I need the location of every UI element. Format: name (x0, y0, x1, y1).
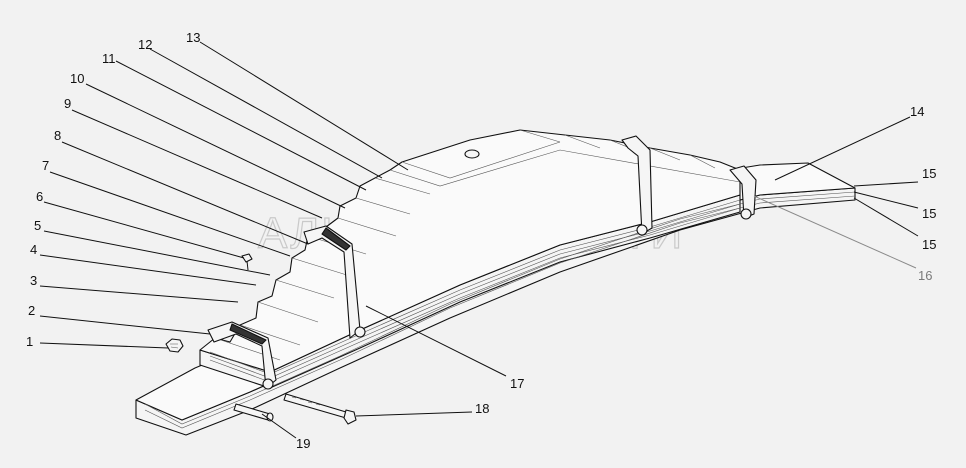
callout-15a: 15 (922, 166, 936, 181)
callout-2: 2 (28, 303, 35, 318)
leader-11 (115, 60, 367, 191)
leader-16 (753, 195, 917, 269)
leader-3 (39, 285, 239, 303)
leader-9 (71, 109, 323, 219)
callout-6: 6 (36, 189, 43, 204)
callout-19: 19 (296, 436, 310, 451)
leader-1 (39, 342, 169, 349)
clamp-left-top (229, 323, 267, 345)
leader-15c (853, 197, 919, 237)
callout-8: 8 (54, 128, 61, 143)
leader-6 (43, 201, 245, 259)
leader-5 (43, 230, 271, 276)
leader-15a (853, 181, 919, 187)
clamp-middle-bolt (354, 326, 366, 338)
callout-5: 5 (34, 218, 41, 233)
callout-4: 4 (30, 242, 37, 257)
callout-15c: 15 (922, 237, 936, 252)
leader-4 (39, 254, 257, 286)
leader-8 (61, 141, 309, 245)
leader-19 (261, 413, 297, 439)
callout-3: 3 (30, 273, 37, 288)
long-bolt-part (283, 393, 357, 425)
clamp-right-bolt (636, 224, 648, 236)
pin-part (233, 403, 274, 422)
small-bolt-part (241, 253, 253, 271)
callout-12: 12 (138, 37, 152, 52)
callout-15b: 15 (922, 206, 936, 221)
leader-14 (774, 116, 911, 181)
clamp-far-right (729, 165, 757, 219)
callout-9: 9 (64, 96, 71, 111)
callout-1: 1 (26, 334, 33, 349)
leader-17 (365, 305, 507, 377)
clamp-middle (303, 225, 361, 339)
callout-17: 17 (510, 376, 524, 391)
clamp-middle-top (321, 227, 351, 251)
leaf-spring-assembly (135, 129, 856, 436)
callout-7: 7 (42, 158, 49, 173)
callout-10: 10 (70, 71, 84, 86)
callout-11: 11 (102, 51, 116, 66)
leader-15b (853, 191, 919, 209)
clamp-left-bolt (262, 378, 274, 390)
leader-7 (49, 171, 291, 257)
leader-10 (85, 83, 346, 209)
leader-2 (39, 315, 211, 335)
center-bolt-head (464, 149, 480, 159)
leader-18 (355, 411, 473, 417)
callout-18: 18 (475, 401, 489, 416)
leader-lines (39, 41, 919, 439)
callout-13: 13 (186, 30, 200, 45)
callout-16: 16 (918, 268, 932, 283)
leader-13 (199, 41, 409, 171)
nut-part (165, 338, 184, 353)
callout-labels: 1 2 3 4 5 6 7 8 9 10 11 12 13 14 15 15 1… (26, 30, 936, 451)
leader-12 (149, 48, 383, 179)
callout-14: 14 (910, 104, 924, 119)
clamp-far-right-bolt (740, 208, 752, 220)
